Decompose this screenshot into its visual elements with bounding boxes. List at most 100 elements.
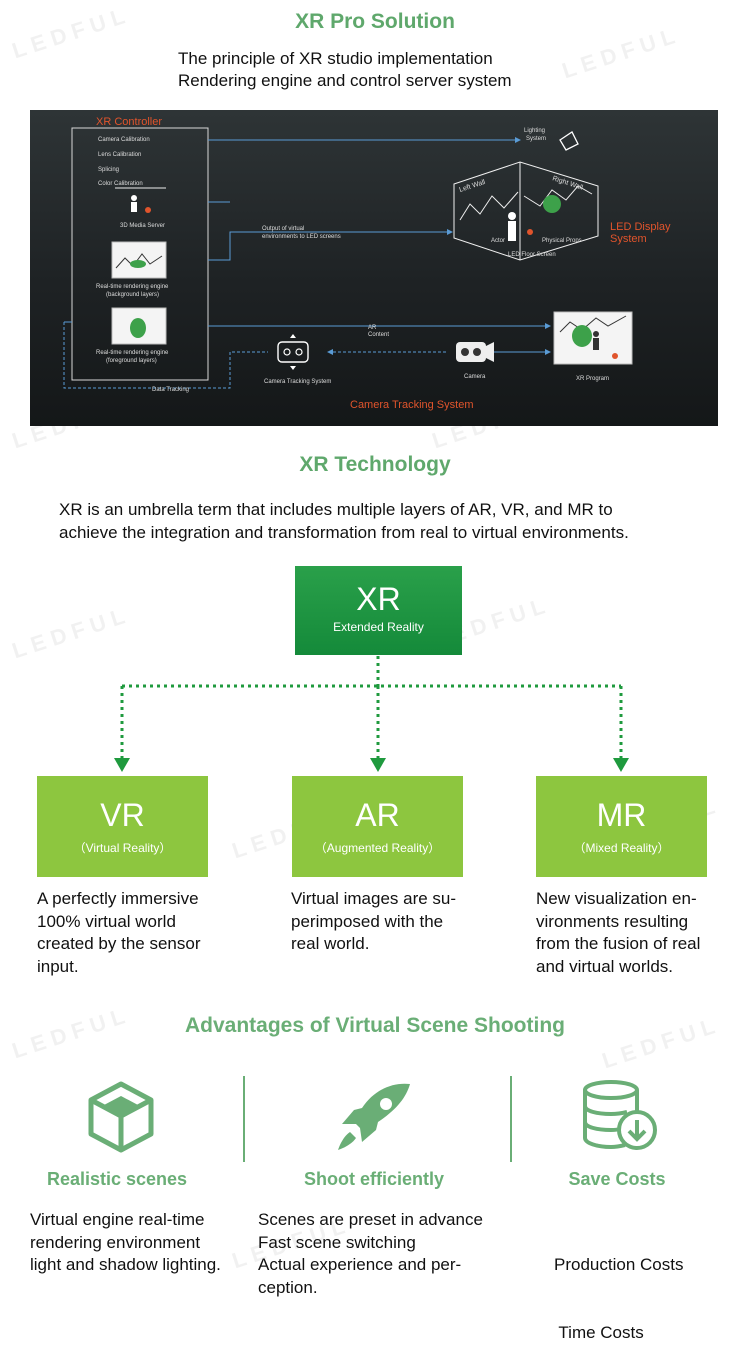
connector-line — [208, 229, 453, 261]
diagram-label: 3D Media Server — [120, 223, 165, 229]
spotlight-icon — [559, 131, 579, 151]
diagram-label: Content — [368, 332, 389, 338]
vr-description: A perfectly immersive 100% virtual world… — [37, 888, 227, 978]
dot-icon — [145, 207, 151, 213]
diagram-label: Color Calibration — [98, 181, 143, 187]
connector-line — [63, 322, 268, 389]
description-line: created by the sensor — [37, 934, 201, 953]
divider — [510, 1076, 512, 1162]
screen-icon — [111, 241, 167, 279]
cube-icon — [88, 1081, 154, 1153]
intro-line: The principle of XR studio implementatio… — [178, 49, 493, 68]
diagram-label: Actor — [491, 238, 505, 244]
xr-studio-diagram: XR Controller Camera Calibration Lens Ca… — [30, 110, 718, 426]
arrow-down-icon — [114, 758, 130, 772]
description-line: Scenes are preset in advance — [258, 1210, 483, 1229]
ar-title: AR — [355, 797, 400, 833]
diagram-label: System — [526, 136, 546, 142]
diagram-label: Data Tracking — [152, 387, 189, 393]
diagram-svg: XR Controller Camera Calibration Lens Ca… — [63, 116, 671, 411]
camera-icon — [456, 342, 486, 362]
description-line: rendering environment — [30, 1232, 201, 1252]
arrow-down-icon — [370, 758, 386, 772]
diagram-label-orange: LED Display — [610, 221, 671, 233]
diagram-label: Camera Calibration — [98, 137, 150, 143]
xr-subtitle: Extended Reality — [333, 620, 424, 634]
intro-text: The principle of XR studio implementatio… — [178, 48, 512, 92]
database-download-icon — [583, 1080, 657, 1150]
description-line: Production Costs — [554, 1255, 684, 1274]
xr-box: XR Extended Reality — [295, 566, 462, 655]
description-line: Virtual engine real-time — [30, 1210, 205, 1229]
wall-pattern — [523, 185, 593, 207]
diagram-label: (background layers) — [106, 292, 159, 298]
dot-icon — [612, 353, 618, 359]
diagram-label: environments to LED screens — [262, 234, 341, 240]
mr-description: New visualization en- vironments resulti… — [536, 888, 726, 978]
led-cube — [453, 161, 599, 261]
camera-icon — [461, 348, 469, 356]
diagram-label: (foreground layers) — [106, 358, 157, 364]
diagram-label-orange: System — [610, 233, 647, 245]
blob-icon — [130, 318, 146, 338]
person-icon — [131, 202, 137, 212]
description-line: perimposed with the — [291, 911, 444, 931]
diagram-label: LED Floor Screen — [508, 252, 556, 258]
diagram-label: Camera — [464, 374, 486, 380]
person-icon — [131, 195, 137, 201]
description-line: real world. — [291, 934, 370, 953]
description-line: Actual experience and per- — [258, 1255, 462, 1274]
dot-icon — [527, 229, 533, 235]
chart-icon — [115, 253, 163, 269]
advantage-description: Production Costs Time Costs — [554, 1209, 683, 1367]
blob-icon — [572, 325, 592, 347]
section-title-pro: XR Pro Solution — [295, 10, 455, 33]
tracking-icon — [277, 341, 309, 363]
ar-box: AR （Augmented Reality） — [292, 776, 463, 877]
person-icon — [593, 331, 599, 337]
description-line: input. — [37, 956, 79, 976]
vr-title: VR — [100, 797, 145, 833]
diagram-label: Physical Props — [542, 238, 582, 244]
description-line: light and shadow lighting. — [30, 1255, 221, 1274]
camera-icon — [473, 348, 481, 356]
blob-icon — [543, 195, 561, 213]
diagram-label: XR Program — [576, 376, 609, 382]
vr-subtitle: （Virtual Reality） — [73, 841, 172, 855]
description-line: Virtual images are su- — [291, 889, 457, 908]
intro-line: Rendering engine and control server syst… — [178, 71, 512, 90]
tracking-icon — [283, 348, 291, 356]
mr-box: MR （Mixed Reality） — [536, 776, 707, 877]
diagram-label: AR — [368, 325, 377, 331]
advantage-title: Save Costs — [568, 1169, 666, 1189]
vr-box: VR （Virtual Reality） — [37, 776, 208, 877]
chart-icon — [559, 315, 627, 333]
description-line: from the fusion of real — [536, 934, 701, 953]
diagram-label: Lens Calibration — [98, 152, 141, 158]
section-title-tech: XR Technology — [299, 453, 451, 476]
ar-description: Virtual images are su- perimposed with t… — [291, 888, 481, 956]
advantage-title: Realistic scenes — [46, 1169, 188, 1189]
tech-intro-line: XR is an umbrella term that includes mul… — [59, 500, 613, 519]
description-line: vironments resulting — [536, 911, 689, 931]
hierarchy-connectors — [114, 656, 629, 772]
tracking-icon — [295, 348, 303, 356]
rocket-icon — [338, 1083, 410, 1150]
description-line: 100% virtual world — [37, 911, 176, 931]
diagram-label: Output of virtual — [262, 226, 304, 232]
person-icon — [508, 221, 516, 241]
diagram-label: Real-time rendering engine — [96, 350, 169, 356]
arrow-down-icon — [613, 758, 629, 772]
diagram-label: Right Wall — [551, 175, 584, 192]
tech-intro-line: achieve the integration and transformati… — [59, 523, 629, 542]
description-line: Time Costs — [554, 1322, 644, 1342]
mr-subtitle: （Mixed Reality） — [573, 841, 670, 855]
person-icon — [508, 212, 516, 220]
description-line: A perfectly immersive — [37, 889, 199, 908]
blob-icon — [130, 260, 146, 268]
tech-intro: XR is an umbrella term that includes mul… — [59, 498, 709, 544]
description-line: ception. — [258, 1277, 318, 1297]
diagram-label: Splicing — [98, 167, 119, 173]
advantage-title: Shoot efficiently — [303, 1169, 444, 1189]
diagram-label: Camera Tracking System — [264, 379, 331, 385]
